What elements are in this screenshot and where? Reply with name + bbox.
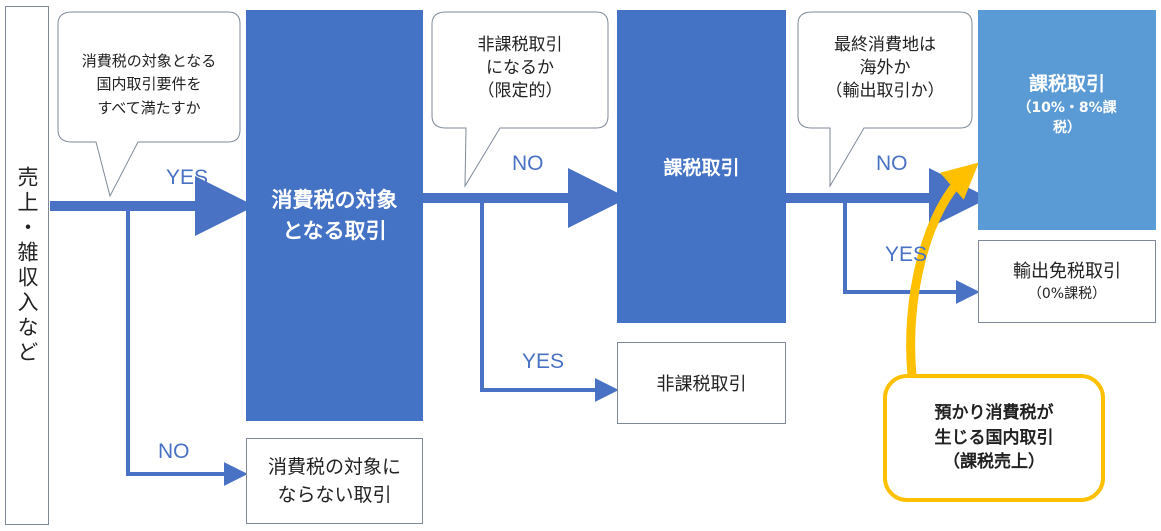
label-yes-1: YES [166, 166, 209, 189]
label-yes-2: YES [522, 350, 565, 373]
export-box: 輸出免税取引 （0%課税） [978, 240, 1156, 323]
highlight-arrow [906, 162, 979, 376]
non-taxable-box: 非課税取引 [617, 342, 786, 424]
taxable-final-title: 課税取引 [1028, 72, 1105, 95]
not-target-label: 消費税の対象に ならない取引 [267, 455, 401, 507]
label-no-1: NO [158, 440, 190, 463]
start-box: 売上・雑収入など [5, 6, 49, 525]
taxable-final-sub: （10%・8%課 税） [1017, 99, 1117, 136]
taxable-mid-label: 課税取引 [663, 157, 740, 179]
label-no-3: NO [876, 152, 908, 175]
export-label: 輸出免税取引 [1013, 261, 1121, 283]
taxable-mid-box: 課税取引 [617, 10, 786, 323]
bubble-3-shape [797, 11, 973, 188]
bubble-2-shape [431, 11, 609, 188]
target-transaction-box: 消費税の対象 となる取引 [246, 10, 423, 421]
highlight-note: 預かり消費税が 生じる国内取引 （課税売上） [883, 374, 1105, 502]
bubble-2-text: 非課税取引 になるか （限定的） [477, 35, 563, 101]
highlight-note-text: 預かり消費税が 生じる国内取引 （課税売上） [934, 403, 1054, 473]
label-no-2: NO [512, 152, 544, 175]
target-transaction-label: 消費税の対象 となる取引 [271, 188, 398, 243]
non-taxable-label: 非課税取引 [656, 374, 747, 395]
bubble-3-text: 最終消費地は 海外か （輸出取引か） [825, 35, 945, 101]
taxable-final-box: 課税取引 （10%・8%課 税） [978, 10, 1156, 230]
label-yes-3: YES [885, 243, 928, 266]
bubble-1-text: 消費税の対象となる 国内取引要件を すべて満たすか [81, 52, 217, 117]
export-sub: （0%課税） [1027, 286, 1107, 303]
not-target-box: 消費税の対象に ならない取引 [246, 438, 423, 524]
start-box-label: 売上・雑収入など [15, 165, 39, 366]
bubble-1-shape [57, 11, 241, 198]
